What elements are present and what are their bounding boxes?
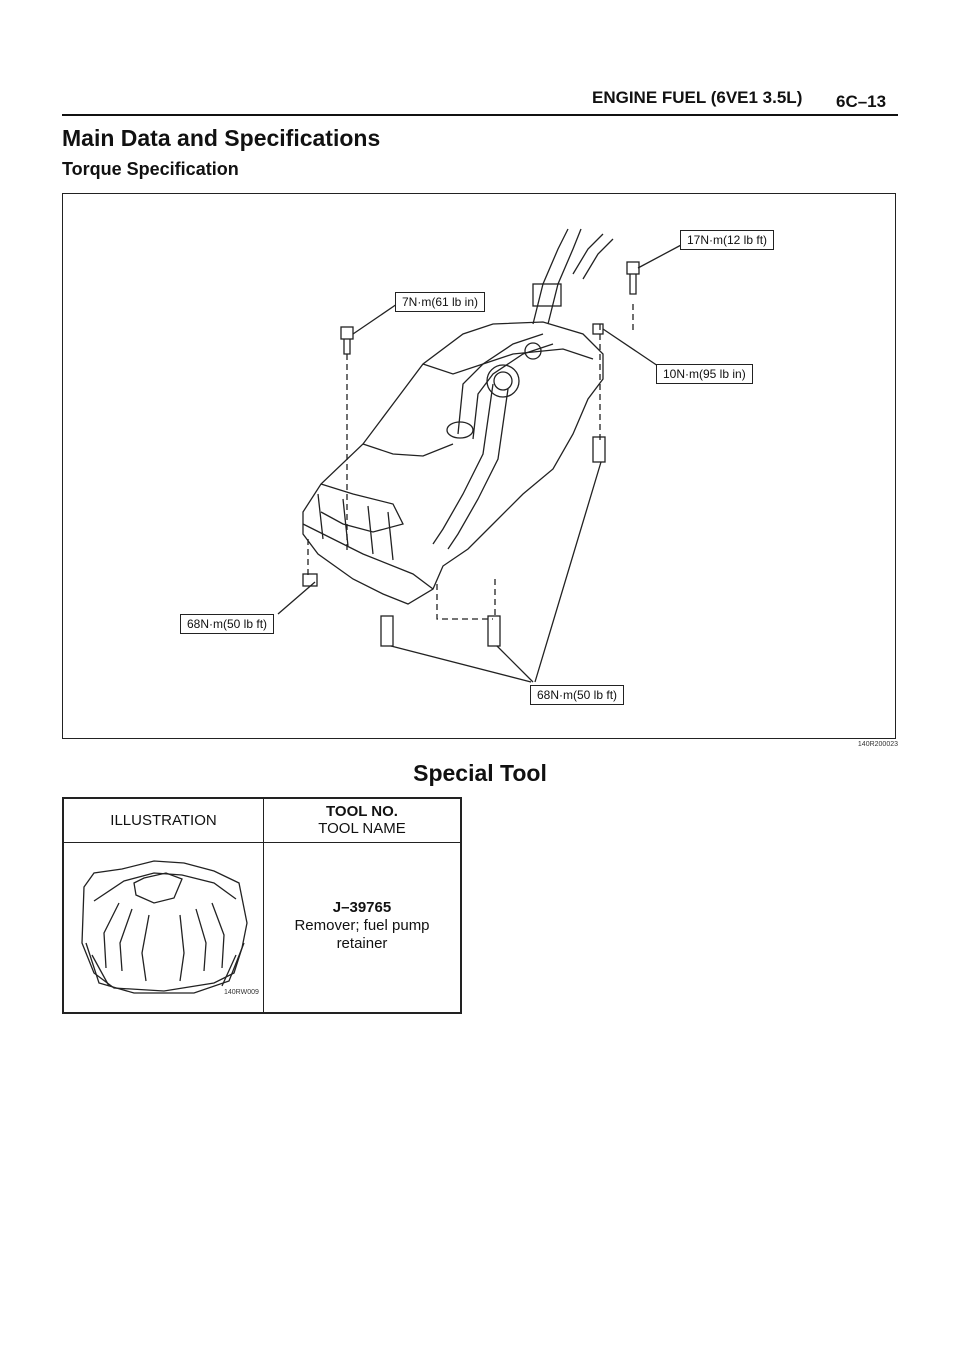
main-heading: Main Data and Specifications — [62, 125, 381, 151]
illustration-header: ILLUSTRATION — [64, 799, 264, 843]
tool-header: TOOL NO. TOOL NAME — [264, 799, 460, 843]
tool-illustration-cell: 140RW009 — [64, 843, 264, 1012]
special-tool-table: ILLUSTRATION TOOL NO. TOOL NAME 140RW009… — [62, 797, 462, 1014]
page-number: 6C–13 — [836, 92, 887, 111]
torque-callout-hose-clamp: 17N·m(12 lb ft) — [680, 230, 775, 250]
special-tool-heading: Special Tool — [413, 760, 547, 786]
torque-callout-strap-bolt: 7N·m(61 lb in) — [395, 292, 486, 312]
tool-name-line2: retainer — [336, 935, 388, 952]
tool-number: J–39765 — [332, 899, 392, 916]
torque-callout-bottom-bolts: 68N·m(50 lb ft) — [530, 685, 625, 705]
fuel-tank-figure: 17N·m(12 lb ft) 7N·m(61 lb in) 10N·m(95 … — [62, 193, 896, 739]
torque-heading: Torque Specification — [62, 159, 239, 179]
torque-callout-left-bolt: 68N·m(50 lb ft) — [180, 614, 275, 634]
fuel-tank-illustration — [277, 228, 684, 683]
tool-info-cell: J–39765 Remover; fuel pump retainer — [264, 843, 460, 1012]
tool-no-header: TOOL NO. — [326, 803, 398, 820]
torque-callout-pump-cover: 10N·m(95 lb in) — [656, 364, 753, 384]
figure-code: 140R200023 — [857, 741, 898, 748]
tool-name-header: TOOL NAME — [318, 820, 406, 837]
fuel-pump-retainer-remover-icon — [81, 860, 248, 994]
illustration-code: 140RW009 — [224, 989, 259, 996]
section-title: ENGINE FUEL (6VE1 3.5L) — [592, 88, 803, 107]
header-rule — [62, 114, 898, 116]
tool-name-line1: Remover; fuel pump — [294, 917, 430, 934]
